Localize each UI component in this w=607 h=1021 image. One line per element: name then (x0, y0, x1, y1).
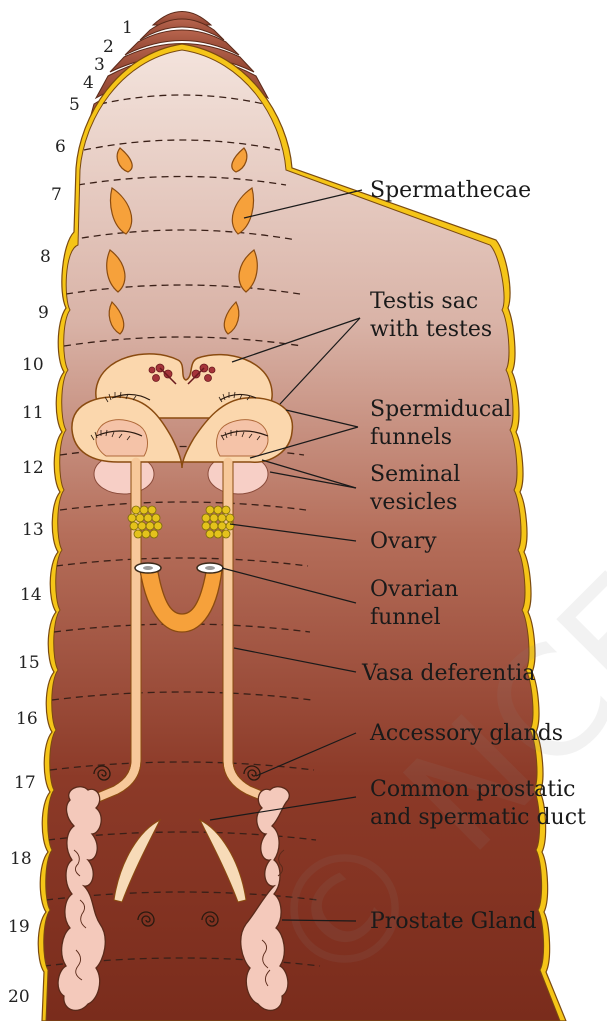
segment-number: 8 (40, 247, 51, 267)
segment-number: 3 (94, 55, 105, 75)
label-common-prostatic-duct-2: and spermatic duct (370, 805, 586, 830)
segment-number: 17 (14, 773, 36, 793)
label-spermiducal-funnels: Spermiducal (370, 397, 511, 422)
label-testis-sac-2: with testes (370, 317, 492, 342)
segment-number: 9 (38, 303, 49, 323)
segment-number: 10 (22, 355, 44, 375)
segment-number: 6 (55, 137, 66, 157)
segment-number: 20 (8, 987, 30, 1007)
segment-number: 15 (18, 653, 40, 673)
label-seminal-vesicles: Seminal (370, 462, 460, 487)
segment-number: 5 (69, 95, 80, 115)
label-prostate-gland: Prostate Gland (370, 909, 537, 934)
segment-number: 7 (51, 185, 62, 205)
segment-number: 14 (20, 585, 42, 605)
segment-number: 4 (83, 73, 94, 93)
segment-number: 16 (16, 709, 38, 729)
label-ovary: Ovary (370, 529, 437, 554)
label-vasa-deferentia: Vasa deferentia (361, 661, 535, 686)
label-common-prostatic-duct: Common prostatic (370, 777, 576, 802)
segment-number: 1 (122, 18, 133, 38)
label-accessory-glands: Accessory glands (369, 721, 563, 746)
segment-number: 18 (10, 849, 32, 869)
segment-number: 2 (103, 37, 114, 57)
segment-number: 19 (8, 917, 30, 937)
label-seminal-vesicles-2: vesicles (369, 490, 457, 515)
label-spermathecae: Spermathecae (370, 178, 531, 203)
segment-number: 12 (22, 458, 44, 478)
segment-number: 13 (22, 520, 44, 540)
label-spermiducal-funnels-2: funnels (370, 425, 452, 450)
label-ovarian-funnel-2: funnel (370, 605, 441, 630)
label-ovarian-funnel: Ovarian (370, 577, 458, 602)
label-testis-sac: Testis sac (370, 289, 478, 314)
segment-number: 11 (22, 403, 44, 423)
